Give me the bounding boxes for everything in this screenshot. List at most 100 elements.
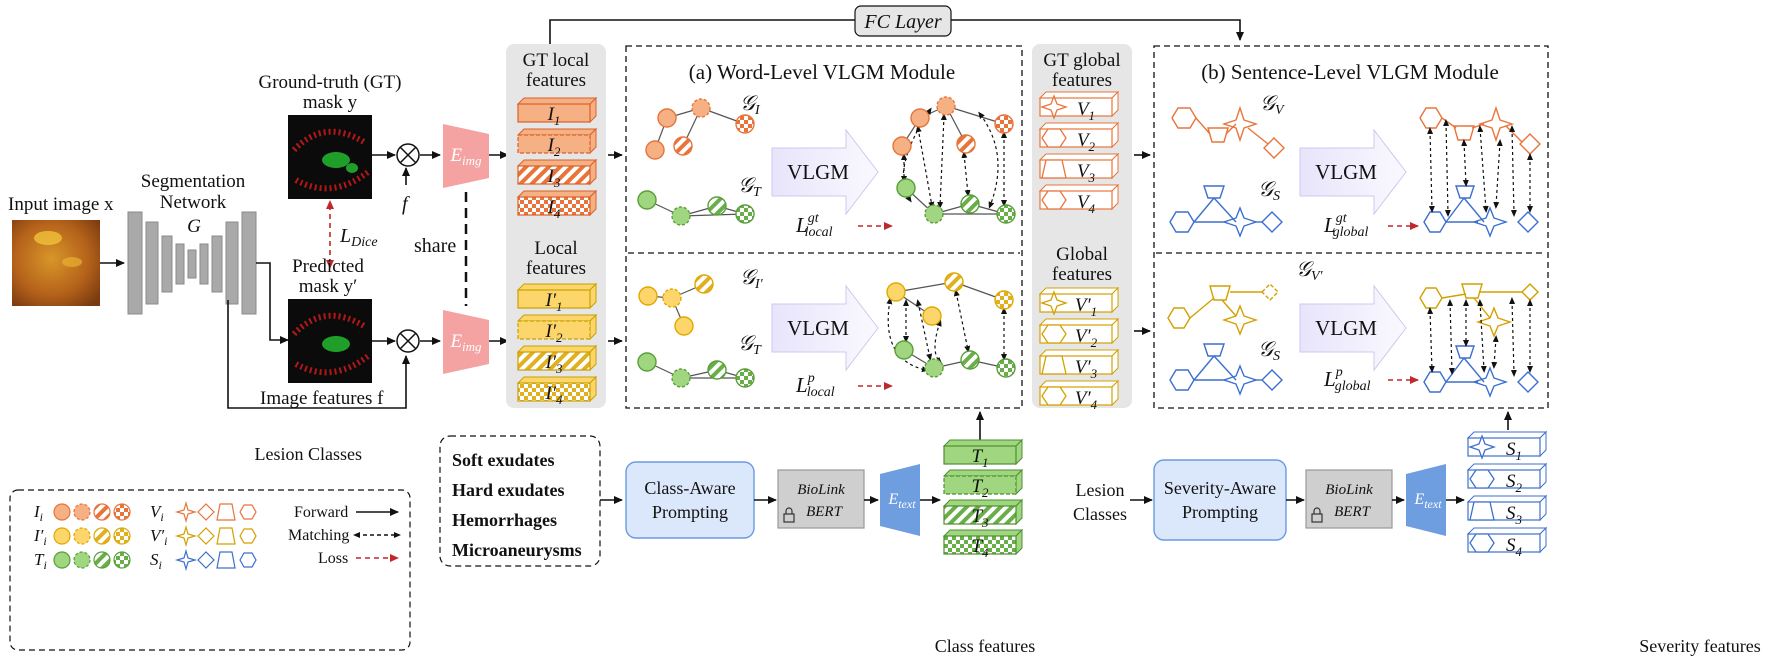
- global-bar-1-label: V′1: [1075, 295, 1097, 319]
- f-label: f: [402, 193, 410, 215]
- legend-node: [113, 551, 131, 569]
- input-image-label: Input image x: [8, 194, 114, 215]
- severity-prompt-line1: Severity-Aware: [1164, 478, 1276, 498]
- legend-node: [53, 551, 71, 569]
- severity-feature-bar-1-label: S1: [1506, 439, 1522, 463]
- global-bar-3: V′3: [1038, 348, 1120, 381]
- loss-dice-label: LDice: [339, 225, 378, 250]
- local-bar-3-label: I′3: [545, 352, 563, 376]
- legend-node: [53, 503, 71, 521]
- local-bar-2-label: I′2: [545, 321, 563, 345]
- legend-node: [73, 551, 91, 569]
- class-feature-bar-3: T3: [942, 498, 1024, 530]
- text-encoder-class: Etext: [887, 491, 916, 511]
- pred-mask-label-1: Predicted: [292, 256, 364, 277]
- lesion-classes2-line1: Lesion: [1076, 480, 1125, 500]
- gt-local-bar-4: I4: [516, 189, 598, 221]
- fc-layer: FC Layer: [549, 5, 1244, 46]
- legend-node: [93, 527, 111, 545]
- global-title-1: Global: [1056, 244, 1108, 265]
- network-title-1: Segmentation: [141, 171, 246, 192]
- graph-gt-label-bottom: 𝒢T: [738, 331, 762, 358]
- sentence-module-title: (b) Sentence-Level VLGM Module: [1201, 60, 1499, 84]
- biolink-line2-b: BERT: [1334, 504, 1371, 520]
- gt-mask-label-1: Ground-truth (GT): [259, 72, 402, 93]
- legend-sym-3: Ti: [34, 550, 47, 572]
- vlgm-label-sentence-top: VLGM: [1315, 160, 1377, 184]
- graph-gvp-label: 𝒢V′: [1296, 257, 1324, 284]
- severity-feature-bar-4: S4: [1466, 526, 1548, 559]
- text-encoder-severity: Etext: [1413, 491, 1442, 511]
- legend-node: [113, 527, 131, 545]
- pred-mask-group: Predicted mask y′: [288, 256, 441, 383]
- graph-gt-label-top: 𝒢T: [738, 173, 762, 200]
- gt-local-title-2: features: [526, 70, 586, 91]
- gt-local-bar-3-label: I3: [547, 166, 561, 190]
- legend-matching: Matching: [288, 527, 349, 544]
- gt-global-bar-4-label: V4: [1077, 192, 1096, 216]
- global-features-panel: GT global features Global features V1V2V…: [1032, 44, 1132, 412]
- gt-local-bar-3: I3: [516, 158, 598, 190]
- vlgm-label-sentence-bottom: VLGM: [1315, 316, 1377, 340]
- graph-gs-label-bottom: 𝒢S: [1258, 337, 1280, 364]
- local-bar-4: I′4: [516, 375, 598, 407]
- legend-sym2-3: Si: [150, 550, 162, 572]
- class-feature-bar-2-label: T2: [971, 476, 989, 500]
- image-features-label: Image features f: [260, 388, 384, 409]
- local-title-1: Local: [534, 238, 577, 259]
- severity-prompt-line2: Prompting: [1182, 502, 1258, 522]
- legend-sym-1: Ii: [33, 502, 43, 524]
- severity-feature-bar-2: S2: [1466, 462, 1548, 495]
- sentence-level-module: (b) Sentence-Level VLGM Module 𝒢V 𝒢S VLG…: [1153, 45, 1549, 409]
- gt-global-bar-1-label: V1: [1077, 99, 1095, 123]
- lesion-item-2: Hard exudates: [452, 480, 565, 500]
- legend-forward: Forward: [294, 504, 348, 521]
- gt-global-bar-1: V1: [1038, 90, 1120, 123]
- class-feature-bar-1-label: T1: [971, 446, 988, 470]
- segmentation-network: Segmentation Network G Image features f: [127, 171, 410, 409]
- gt-mask-group: Ground-truth (GT) mask y f: [259, 72, 441, 215]
- gt-local-bar-1-label: I1: [547, 104, 561, 128]
- biolink-line1-b: BioLink: [1325, 482, 1373, 498]
- global-bar-2-label: V′2: [1075, 326, 1098, 350]
- local-bar-2: I′2: [516, 313, 598, 345]
- class-feature-bar-2: T2: [942, 468, 1024, 500]
- class-feature-bar-3-label: T3: [971, 506, 989, 530]
- legend-loss: Loss: [318, 550, 348, 567]
- local-features-panel: GT local features Local features I1I2I3I…: [506, 44, 606, 408]
- lock-icon: [1311, 507, 1323, 523]
- network-symbol: G: [187, 216, 201, 237]
- lesion-item-1: Soft exudates: [452, 450, 555, 470]
- svg-text:Eimg: Eimg: [449, 331, 482, 354]
- global-bar-3-label: V′3: [1075, 357, 1098, 381]
- gt-global-bar-2: V2: [1038, 121, 1120, 154]
- lesion-classes2-line2: Classes: [1073, 504, 1127, 524]
- network-title-2: Network: [160, 192, 227, 213]
- image-encoder-bottom: Eimg: [443, 310, 509, 374]
- severity-feature-bar-2-label: S2: [1506, 471, 1523, 495]
- gt-global-title-1: GT global: [1043, 50, 1120, 71]
- graph-gs-label-top: 𝒢S: [1258, 177, 1280, 204]
- gt-local-bar-2-label: I2: [547, 135, 561, 159]
- gt-global-bar-2-label: V2: [1077, 130, 1096, 154]
- legend-node: [93, 551, 111, 569]
- global-bar-4: V′4: [1038, 379, 1120, 412]
- legend-node: [73, 527, 91, 545]
- severity-feature-bar-1: S1: [1466, 430, 1548, 463]
- gt-mask-label-2: mask y: [303, 92, 358, 113]
- graph-gip-label: 𝒢I′: [740, 265, 764, 292]
- severity-feature-bar-4-label: S4: [1506, 535, 1523, 559]
- legend-sym-2: I′i: [33, 526, 47, 548]
- biolink-line2: BERT: [806, 504, 843, 520]
- biolink-line1: BioLink: [797, 482, 845, 498]
- legend-sym2-1: Vi: [150, 502, 164, 524]
- lesion-item-3: Hemorrhages: [452, 510, 557, 530]
- global-bar-2: V′2: [1038, 317, 1120, 350]
- legend-node: [113, 503, 131, 521]
- local-bar-3: I′3: [516, 344, 598, 376]
